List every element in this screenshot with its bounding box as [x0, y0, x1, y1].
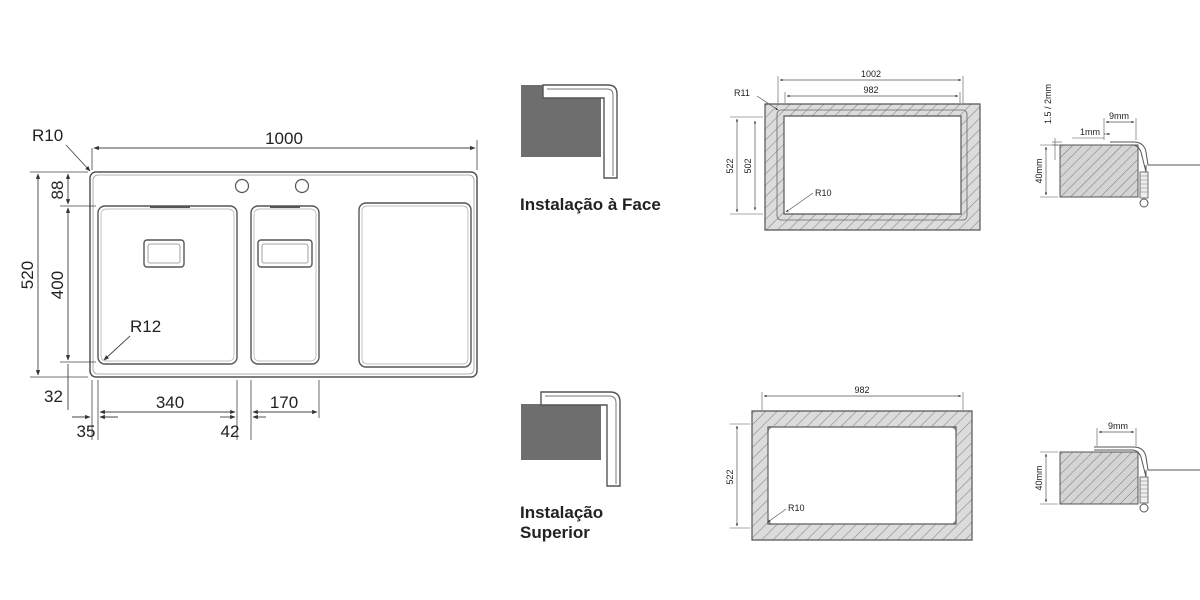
- second-bowl: [250, 205, 320, 365]
- label-flush-install: Instalação à Face: [520, 195, 661, 214]
- flush-cutout-diagram: 1002 982 R11 522 502 R10: [725, 69, 981, 231]
- dim-width-340: 340: [156, 393, 184, 412]
- dim-flush-depth-40mm: 40mm: [1034, 158, 1044, 183]
- dim-cutout-982: 982: [863, 85, 878, 95]
- sink-plan-view: 1000 R10 520 88 400 32 R12 340 170 35: [18, 126, 478, 441]
- label-r10-flush: R10: [815, 188, 832, 198]
- dim-top-depth-40mm: 40mm: [1034, 465, 1044, 490]
- dim-height-520: 520: [18, 261, 37, 289]
- top-install-icon: [521, 391, 621, 487]
- dim-height-400: 400: [48, 271, 67, 299]
- dim-width-1000: 1000: [265, 129, 303, 148]
- dim-top-gap-9mm: 9mm: [1108, 421, 1128, 431]
- dim-flush-gap-1mm: 1mm: [1080, 127, 1100, 137]
- label-top-install-line2: Superior: [520, 523, 590, 542]
- dim-cutout-522: 522: [725, 158, 735, 173]
- second-bowl-drain: [257, 239, 313, 268]
- dim-height-88: 88: [48, 181, 67, 200]
- tap-hole-left: [234, 178, 250, 194]
- main-bowl-drain: [143, 239, 185, 268]
- dim-top-cutout-522: 522: [725, 469, 735, 484]
- label-r11: R11: [734, 88, 750, 98]
- tap-hole-right: [294, 178, 310, 194]
- label-top-install-line1: Instalação: [520, 503, 603, 522]
- drainer-area: [358, 202, 472, 368]
- dim-cutout-502: 502: [743, 158, 753, 173]
- label-r10-sink: R10: [32, 126, 63, 145]
- dim-flush-gap-9mm: 9mm: [1109, 111, 1129, 121]
- sink-outline: [89, 171, 478, 378]
- top-section-diagram: 9mm 40mm: [1034, 421, 1200, 513]
- label-r12-bowl: R12: [130, 317, 161, 336]
- flush-install-icon: [521, 84, 618, 179]
- label-r10-top: R10: [788, 503, 805, 513]
- dim-width-35: 35: [77, 422, 96, 441]
- main-bowl: [97, 205, 238, 365]
- dim-cutout-1002: 1002: [861, 69, 881, 79]
- dim-height-32: 32: [44, 387, 63, 406]
- dim-width-170: 170: [270, 393, 298, 412]
- dim-material-thickness: 1.5 / 2mm: [1043, 84, 1053, 124]
- top-cutout-diagram: 982 522 R10: [725, 385, 973, 541]
- dim-top-cutout-982: 982: [854, 385, 869, 395]
- flush-section-diagram: 1.5 / 2mm 9mm 1mm 40mm: [1034, 84, 1200, 208]
- dim-width-42: 42: [221, 422, 240, 441]
